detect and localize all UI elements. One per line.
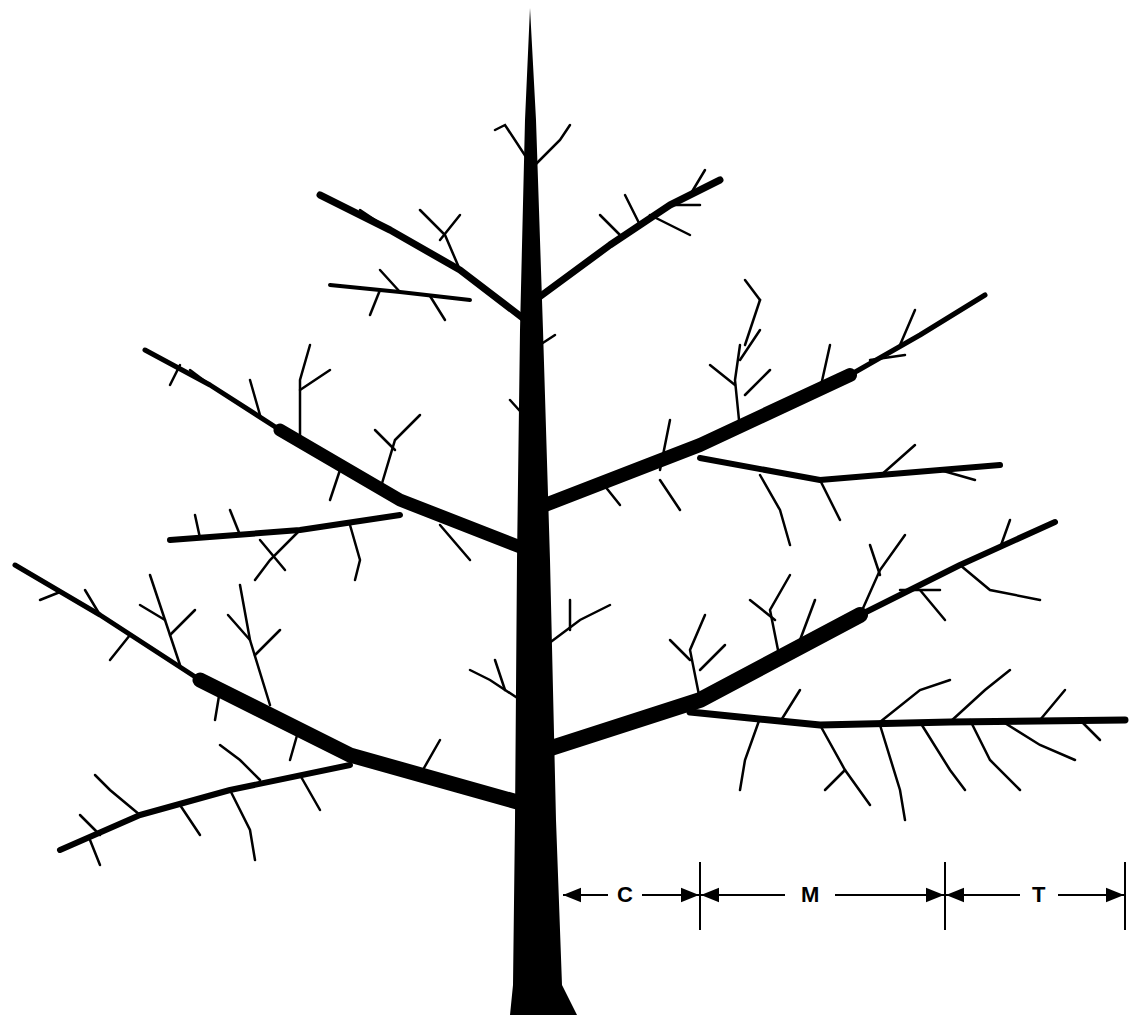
dimension-label: T <box>1029 883 1048 907</box>
dimension-label: C <box>614 883 636 907</box>
dimension-label: M <box>798 883 822 907</box>
